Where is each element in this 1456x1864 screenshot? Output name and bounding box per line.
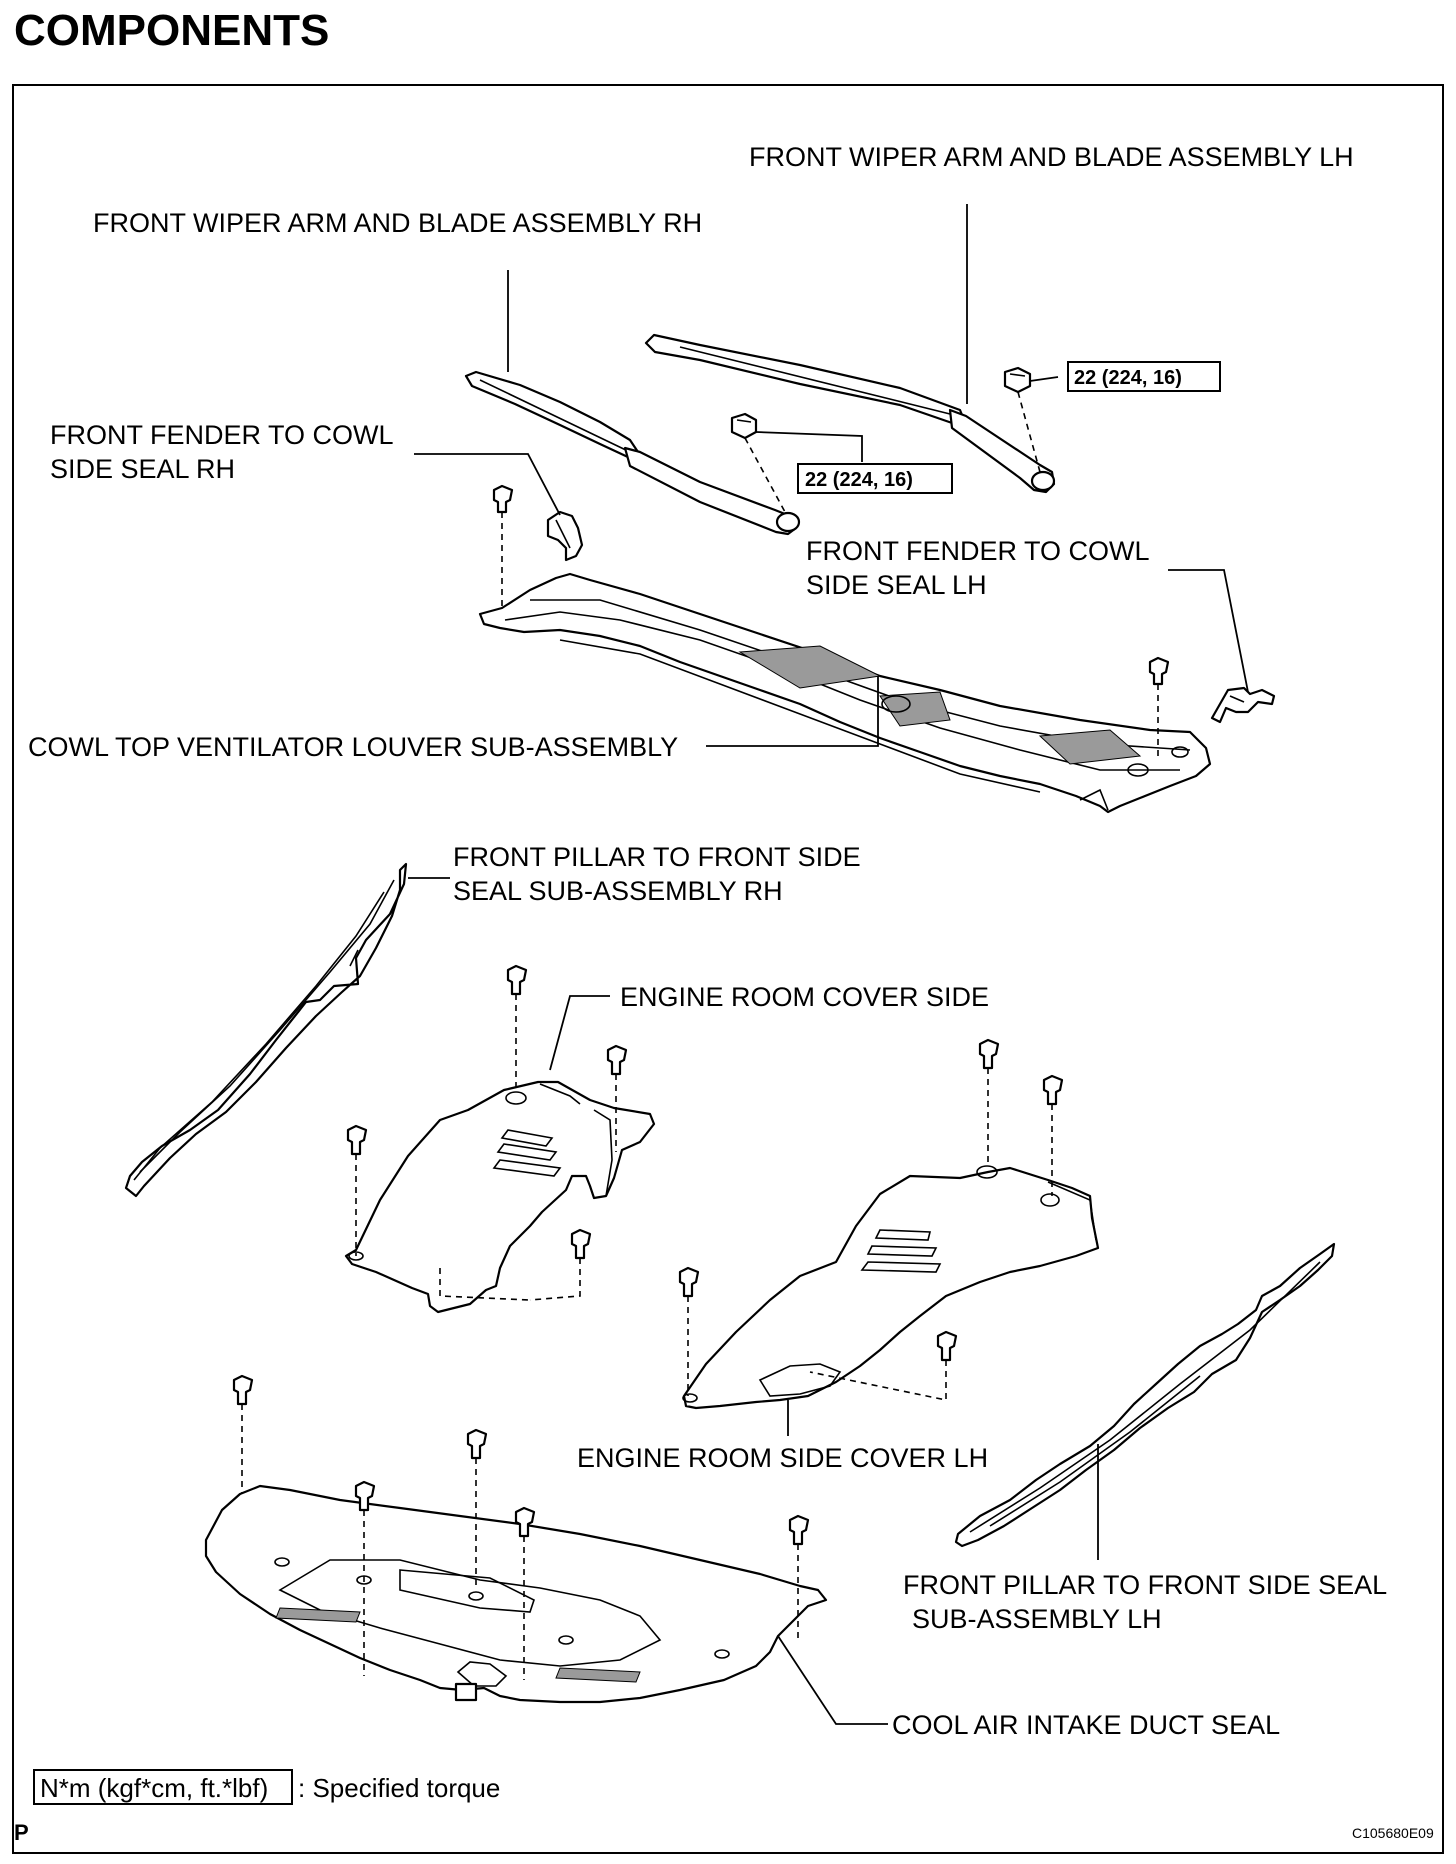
figure-code: C105680E09 [1352, 1825, 1434, 1841]
torque-value-wiper-lh: 22 (224, 16) [1074, 367, 1182, 389]
clip-icon [506, 964, 528, 996]
page-marker: P [14, 1820, 29, 1845]
clip-icon [514, 1506, 536, 1538]
label-fender-seal-lh-line2: SIDE SEAL LH [806, 570, 987, 600]
label-cool-air-intake-duct-seal: COOL AIR INTAKE DUCT SEAL [892, 1710, 1280, 1740]
clip-icon [788, 1514, 810, 1546]
label-wiper-arm-rh: FRONT WIPER ARM AND BLADE ASSEMBLY RH [93, 208, 702, 238]
clip-icon [346, 1124, 368, 1156]
label-fender-seal-lh-line1: FRONT FENDER TO COWL [806, 536, 1150, 566]
clip-icon [1042, 1074, 1064, 1106]
label-cowl-louver: COWL TOP VENTILATOR LOUVER SUB-ASSEMBLY [28, 732, 678, 762]
label-wiper-arm-lh: FRONT WIPER ARM AND BLADE ASSEMBLY LH [749, 142, 1354, 172]
label-fender-seal-rh-line1: FRONT FENDER TO COWL [50, 420, 394, 450]
torque-box-wiper-rh: 22 (224, 16) [797, 463, 953, 494]
legend-unit-description: : Specified torque [298, 1773, 500, 1803]
clip-icon [466, 1428, 488, 1460]
torque-box-wiper-lh: 22 (224, 16) [1067, 361, 1221, 392]
clip-icon [1148, 656, 1170, 686]
clip-icon [492, 484, 514, 514]
torque-legend: N*m (kgf*cm, ft.*lbf) : Specified torque [33, 1769, 500, 1805]
label-pillar-seal-lh-line1: FRONT PILLAR TO FRONT SIDE SEAL [903, 1570, 1387, 1600]
pillar-seal-lh [954, 1242, 1336, 1548]
wiper-arm-rh [464, 370, 801, 536]
legend-unit-box: N*m (kgf*cm, ft.*lbf) [40, 1773, 268, 1803]
label-pillar-seal-lh-line2: SUB-ASSEMBLY LH [912, 1604, 1162, 1634]
clip-icon [936, 1330, 958, 1362]
clip-icon [978, 1038, 1000, 1070]
clip-icon [606, 1044, 628, 1076]
clip-icon [570, 1228, 592, 1260]
pillar-seal-rh [124, 862, 408, 1198]
wiper-lh-nut-icon [1003, 366, 1032, 394]
torque-value-wiper-rh: 22 (224, 16) [805, 469, 913, 491]
fender-seal-lh [1210, 686, 1276, 724]
clip-icon [232, 1374, 254, 1406]
wiper-arm-lh [644, 333, 1056, 494]
label-fender-seal-rh-line2: SIDE SEAL RH [50, 454, 235, 484]
cool-air-intake-duct-seal [204, 1484, 828, 1704]
label-engine-room-cover-side: ENGINE ROOM COVER SIDE [620, 982, 989, 1012]
label-pillar-seal-rh-line2: SEAL SUB-ASSEMBLY RH [453, 876, 783, 906]
diagram-frame [12, 84, 1444, 1854]
page-title: COMPONENTS [14, 6, 330, 55]
clip-icon [678, 1266, 700, 1298]
clip-icon [354, 1480, 376, 1512]
engine-room-side-cover-lh [682, 1165, 1100, 1410]
engine-room-cover-side [344, 1080, 656, 1314]
label-engine-room-side-cover-lh: ENGINE ROOM SIDE COVER LH [577, 1443, 988, 1473]
wiper-rh-nut-icon [730, 412, 758, 440]
label-pillar-seal-rh-line1: FRONT PILLAR TO FRONT SIDE [453, 842, 861, 872]
fender-seal-rh [546, 510, 584, 562]
cowl-top-ventilator-louver [478, 572, 1212, 814]
